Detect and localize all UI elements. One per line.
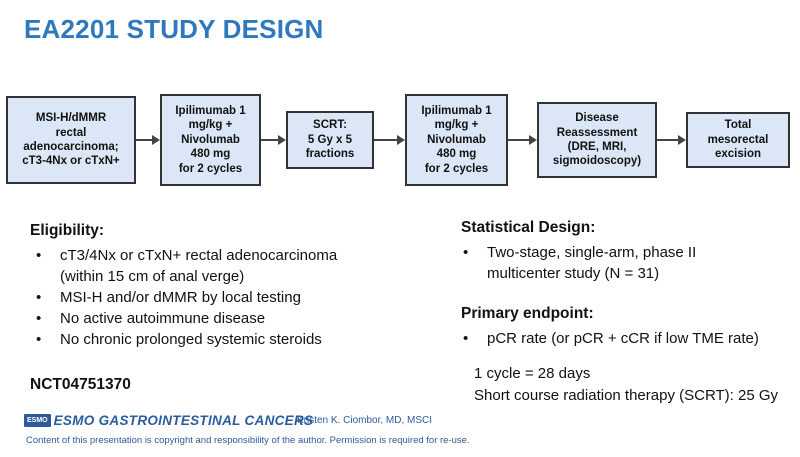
eligibility-item-text: cT3/4Nx or cTxN+ rectal adenocarcinoma (60, 247, 338, 264)
primary-endpoint-heading: Primary endpoint: (461, 305, 594, 322)
flow-arrow-2 (261, 135, 286, 145)
esmo-badge: ESMO (24, 414, 51, 427)
eligibility-item-note: (within 15 cm of anal verge) (60, 268, 245, 285)
flow-box-disease-reassessment: Disease Reassessment (DRE, MRI, sigmoido… (537, 102, 657, 178)
list-item: MSI-H and/or dMMR by local testing (34, 287, 364, 308)
author-credit: Kristen K. Ciombor, MD, MSCI (297, 415, 433, 426)
statistical-design-list: Two-stage, single-arm, phase II multicen… (461, 242, 791, 284)
flow-box-consolidation-immunotherapy: Ipilimumab 1 mg/kg + Nivolumab 480 mg fo… (405, 94, 508, 186)
scrt-note: Short course radiation therapy (SCRT): 2… (474, 387, 779, 404)
flow-arrow-4 (508, 135, 537, 145)
list-item: No active autoimmune disease (34, 308, 364, 329)
copyright-notice: Content of this presentation is copyrigh… (26, 435, 470, 446)
flow-box-scrt: SCRT: 5 Gy x 5 fractions (286, 111, 374, 169)
flow-box-population: MSI-H/dMMR rectal adenocarcinoma; cT3-4N… (6, 96, 136, 184)
statistical-design-line-2: multicenter study (N = 31) (487, 265, 660, 282)
trial-id: NCT04751370 (30, 376, 131, 393)
primary-endpoint-list: pCR rate (or pCR + cCR if low TME rate) (461, 328, 791, 349)
flow-arrow-5 (657, 135, 686, 145)
statistical-design-heading: Statistical Design: (461, 219, 596, 236)
flow-arrow-1 (136, 135, 160, 145)
statistical-design-line-1: Two-stage, single-arm, phase II (487, 244, 697, 261)
eligibility-heading: Eligibility: (30, 222, 105, 239)
list-item: No chronic prolonged systemic steroids (34, 329, 364, 350)
flow-arrow-3 (374, 135, 405, 145)
cycle-note: 1 cycle = 28 days (474, 365, 591, 382)
flow-box-induction-immunotherapy: Ipilimumab 1 mg/kg + Nivolumab 480 mg fo… (160, 94, 261, 186)
page-title: EA2201 STUDY DESIGN (24, 14, 324, 44)
eligibility-list: cT3/4Nx or cTxN+ rectal adenocarcinoma (… (34, 245, 364, 350)
esmo-logo: ESMO ESMO GASTROINTESTINAL CANCERS (24, 413, 313, 428)
list-item: cT3/4Nx or cTxN+ rectal adenocarcinoma (… (34, 245, 364, 287)
list-item: Two-stage, single-arm, phase II multicen… (461, 242, 791, 284)
esmo-logo-text: ESMO GASTROINTESTINAL CANCERS (53, 413, 314, 428)
list-item: pCR rate (or pCR + cCR if low TME rate) (461, 328, 791, 349)
flow-box-total-mesorectal-excision: Total mesorectal excision (686, 112, 790, 168)
